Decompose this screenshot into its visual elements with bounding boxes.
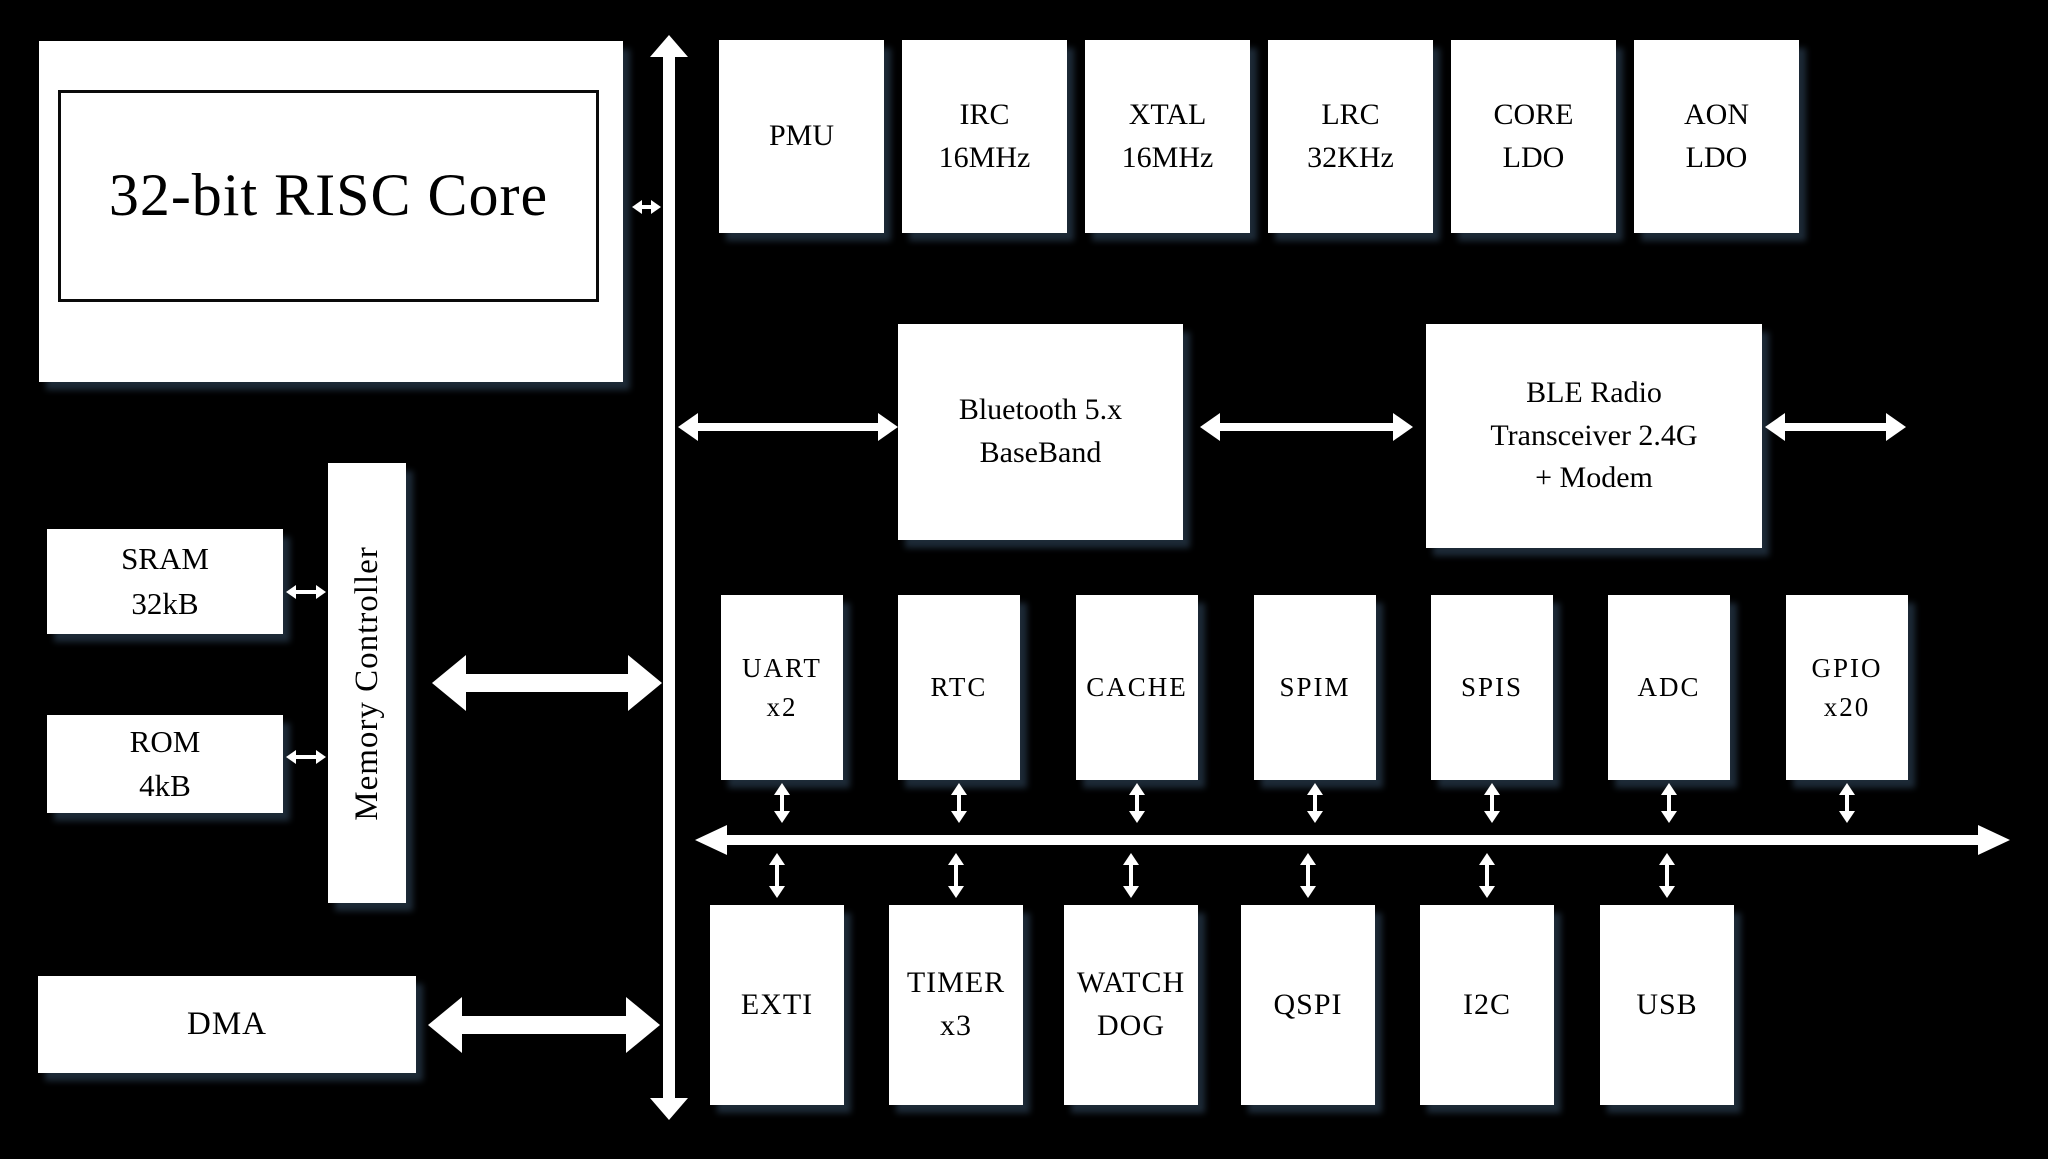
block-rtc: RTC [898,595,1020,780]
uart-count: x2 [766,691,798,722]
cache-label: CACHE [1086,672,1188,703]
arrow-spim-bus-icon [1313,795,1317,811]
timer-label: TIMER [906,966,1006,1000]
block-timer: TIMER x3 [889,905,1023,1105]
ble-radio-label-1: BLE Radio [1526,376,1662,410]
timer-count: x3 [940,1009,972,1042]
arrow-uart-bus-icon [780,795,784,811]
block-pmu: PMU [719,40,884,233]
uart-label: UART [742,653,822,684]
block-sram: SRAM 32kB [47,529,283,634]
rtc-label: RTC [930,672,988,703]
arrow-core-to-bus-icon [642,205,651,209]
sram-label: SRAM [121,541,209,577]
arrow-sram-to-memctrl-icon [296,590,316,594]
arrow-cache-bus-icon [1135,795,1139,811]
sram-size: 32kB [131,585,199,621]
spim-label: SPIM [1279,672,1351,703]
risc-core-inner-frame: 32-bit RISC Core [58,90,599,302]
ble-radio-label-3: + Modem [1535,461,1653,495]
baseband-label-2: BaseBand [979,436,1102,469]
block-uart: UART x2 [721,595,843,780]
usb-label: USB [1636,987,1698,1021]
xtal-label: XTAL [1128,97,1207,131]
gpio-label: GPIO [1811,653,1883,684]
block-i2c: I2C [1420,905,1554,1105]
system-bus-vertical-arrow [663,57,675,1098]
block-cache: CACHE [1076,595,1198,780]
core-ldo-label-2: LDO [1502,140,1565,174]
ble-radio-label-2: Transceiver 2.4G [1490,418,1698,452]
arrow-rom-to-memctrl-icon [296,755,316,759]
arrow-memctrl-to-bus-icon [466,674,628,692]
block-ble-radio: BLE Radio Transceiver 2.4G + Modem [1426,324,1762,548]
xtal-freq: 16MHz [1121,140,1214,174]
arrow-dma-to-bus-icon [462,1016,626,1034]
dma-label: DMA [186,1006,267,1043]
rom-size: 4kB [139,768,191,803]
block-lrc: LRC 32KHz [1268,40,1433,233]
arrow-bus-watchdog-icon [1129,865,1133,886]
arrow-bus-i2c-icon [1485,865,1489,886]
arrow-gpio-bus-icon [1845,795,1849,811]
qspi-label: QSPI [1273,987,1343,1021]
watchdog-label-1: WATCH [1076,966,1186,1000]
block-risc-core: 32-bit RISC Core [39,41,623,382]
lrc-freq: 32KHz [1307,140,1394,174]
block-exti: EXTI [710,905,844,1105]
arrow-bus-timer-icon [954,865,958,886]
lrc-label: LRC [1321,97,1380,131]
block-watchdog: WATCH DOG [1064,905,1198,1105]
block-rom: ROM 4kB [47,715,283,813]
rom-label: ROM [129,723,201,759]
aon-ldo-label-2: LDO [1685,140,1748,174]
aon-ldo-label-1: AON [1684,97,1749,131]
peripheral-bus-horizontal-arrow [727,835,1978,845]
block-bluetooth-baseband: Bluetooth 5.x BaseBand [898,324,1183,540]
block-irc: IRC 16MHz [902,40,1067,233]
arrow-adc-bus-icon [1667,795,1671,811]
exti-label: EXTI [740,987,814,1021]
arrow-bus-exti-icon [775,865,779,886]
i2c-label: I2C [1463,987,1511,1021]
block-xtal: XTAL 16MHz [1085,40,1250,233]
arrow-radio-to-antenna-icon [1785,423,1886,431]
risc-core-label: 32-bit RISC Core [108,162,549,229]
irc-freq: 16MHz [938,140,1031,174]
block-usb: USB [1600,905,1734,1105]
arrow-spis-bus-icon [1490,795,1494,811]
block-adc: ADC [1608,595,1730,780]
arrow-baseband-to-radio-icon [1220,423,1393,431]
gpio-count: x20 [1823,691,1871,722]
block-spim: SPIM [1254,595,1376,780]
watchdog-label-2: DOG [1097,1009,1165,1042]
irc-label: IRC [959,97,1010,131]
block-gpio: GPIO x20 [1786,595,1908,780]
pmu-label: PMU [768,119,835,153]
block-qspi: QSPI [1241,905,1375,1105]
arrow-bus-usb-icon [1665,865,1669,886]
arrow-bus-to-baseband-icon [698,423,878,431]
block-memory-controller: Memory Controller [328,463,406,903]
block-aon-ldo: AON LDO [1634,40,1799,233]
memory-controller-label: Memory Controller [348,545,385,821]
arrow-rtc-bus-icon [957,795,961,811]
baseband-label-1: Bluetooth 5.x [958,393,1123,427]
block-core-ldo: CORE LDO [1451,40,1616,233]
adc-label: ADC [1637,672,1701,703]
block-spis: SPIS [1431,595,1553,780]
block-dma: DMA [38,976,416,1073]
arrow-bus-qspi-icon [1306,865,1310,886]
spis-label: SPIS [1460,672,1524,703]
core-ldo-label-1: CORE [1493,97,1574,131]
